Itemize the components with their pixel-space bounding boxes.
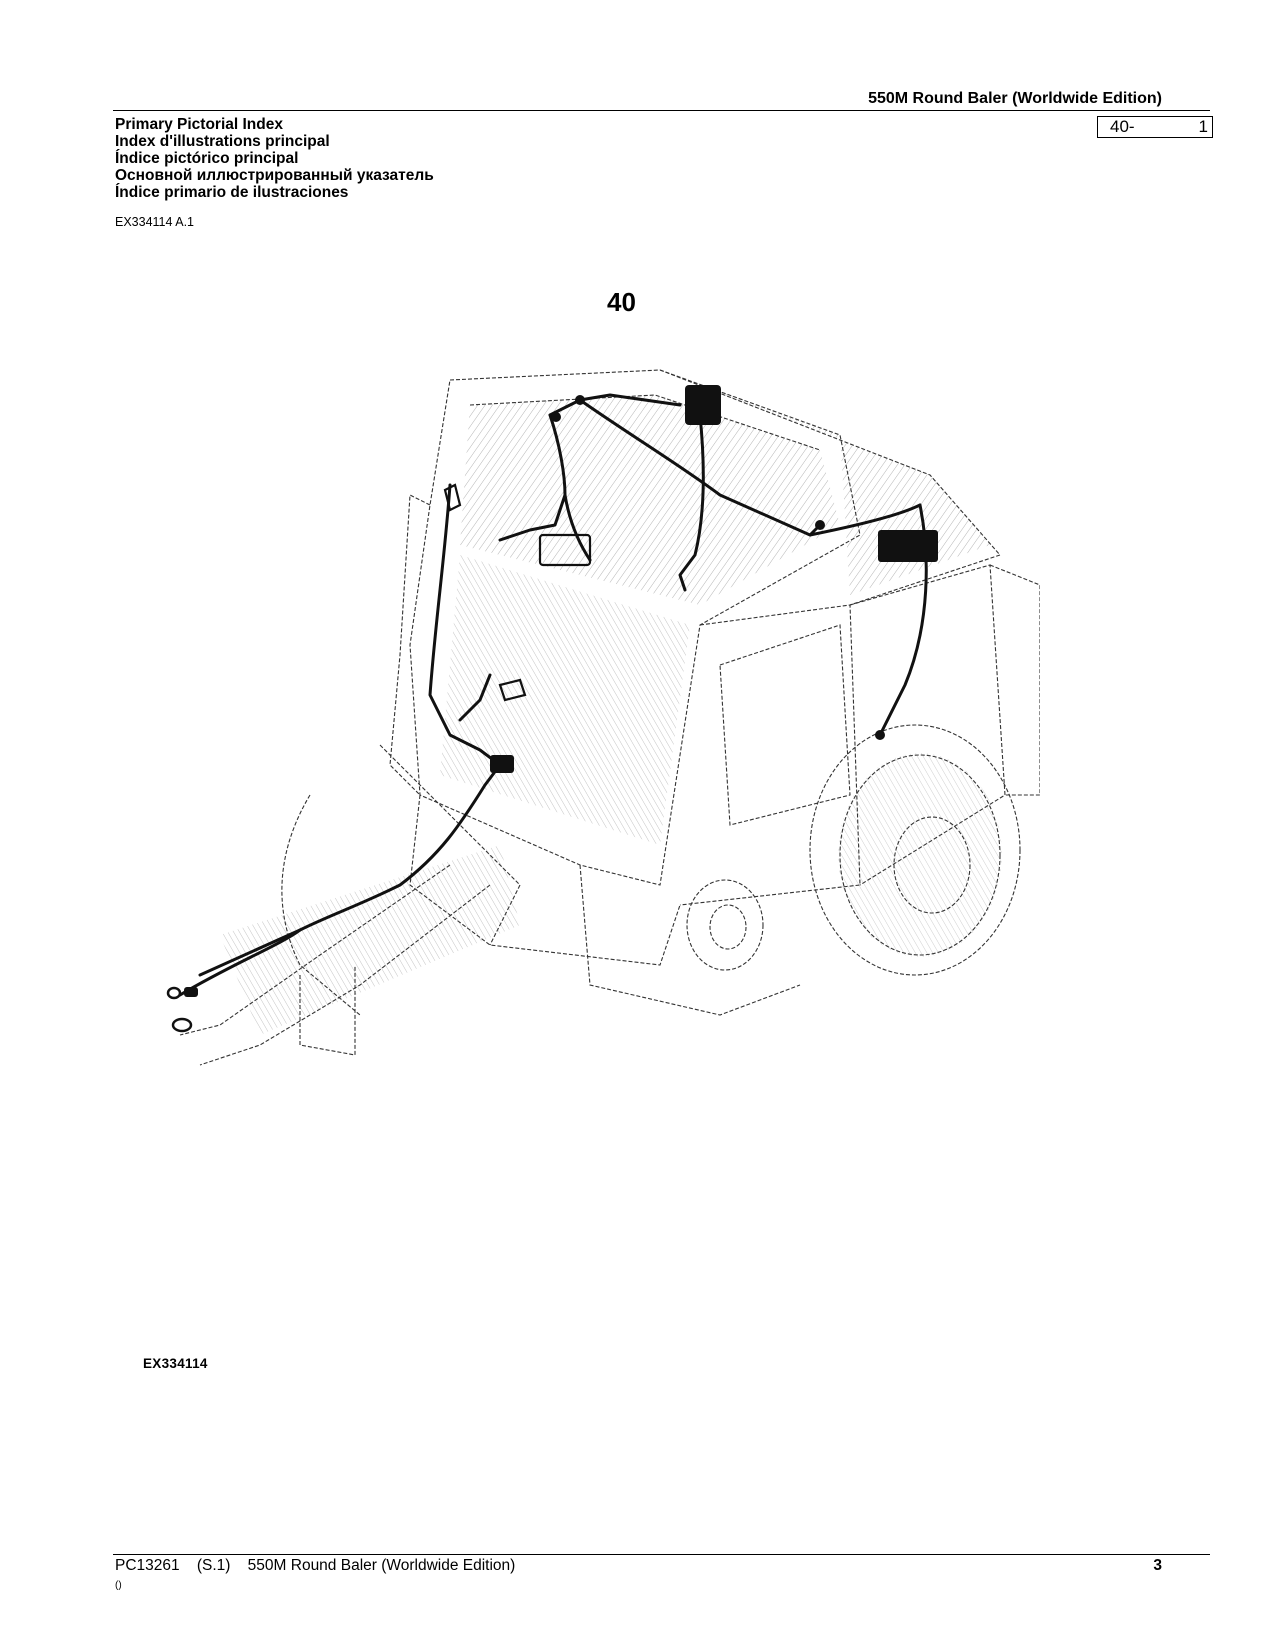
title-french: Index d'illustrations principal — [115, 133, 330, 150]
round-baler-wiring-harness-illustration — [166, 369, 1040, 1066]
footer-rule — [113, 1554, 1210, 1555]
title-spanish: Índice primario de ilustraciones — [115, 184, 349, 201]
section-page-number: 1 — [1198, 117, 1208, 136]
illustration-reference: EX334114 A.1 — [115, 215, 195, 229]
document-title: 550M Round Baler (Worldwide Edition) — [868, 90, 1162, 107]
illustration-id-label: EX334114 — [143, 1356, 208, 1371]
header-rule — [113, 110, 1210, 111]
footer-text: PC13261 (S.1) 550M Round Baler (Worldwid… — [115, 1557, 516, 1574]
figure-group-number: 40 — [607, 287, 636, 317]
page-titles: Primary Pictorial Index Index d'illustra… — [115, 116, 434, 201]
section-page-box: 40- 1 — [1097, 116, 1213, 138]
title-english: Primary Pictorial Index — [115, 116, 283, 133]
title-portuguese: Índice pictórico principal — [115, 150, 299, 167]
footer-page-number: 3 — [1153, 1557, 1162, 1574]
footer-sub-text: () — [115, 1580, 122, 1591]
section-number: 40- — [1110, 117, 1135, 136]
title-russian: Основной иллюстрированный указатель — [115, 167, 434, 184]
